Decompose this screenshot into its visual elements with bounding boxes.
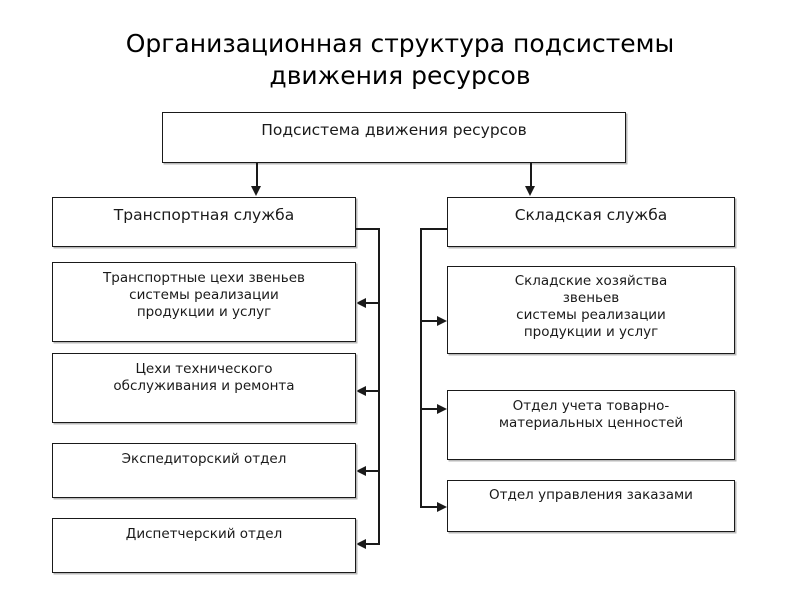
arrowhead-warehouse-to-inventory: [437, 403, 447, 414]
connector-transport-to-shops: [366, 302, 380, 304]
node-dispatch-department: Диспетчерский отдел: [52, 518, 356, 573]
node-warehouse-facilities-label: Складские хозяйства звеньев системы реал…: [514, 273, 668, 340]
node-dispatch-department-label: Диспетчерский отдел: [125, 526, 283, 542]
connector-transport-to-maintenance: [366, 390, 380, 392]
node-maintenance-shops-label: Цехи технического обслуживания и ремонта: [113, 361, 295, 394]
connector-transport-to-forwarding: [366, 470, 380, 472]
page-title-line-2: движения ресурсов: [269, 61, 531, 90]
node-transport-service: Транспортная служба: [52, 197, 356, 247]
node-order-management-department: Отдел управления заказами: [447, 480, 735, 532]
connector-warehouse-to-facilities: [420, 320, 437, 322]
connector-warehouse-to-order-mgmt: [420, 506, 437, 508]
connector-transport-spine-vertical: [378, 228, 380, 544]
connector-warehouse-to-inventory: [420, 408, 437, 410]
connector-warehouse-spine-top: [420, 228, 447, 230]
connector-warehouse-spine-vertical: [420, 228, 422, 507]
arrowhead-warehouse-to-order-mgmt: [437, 501, 447, 512]
node-order-management-department-label: Отдел управления заказами: [489, 487, 693, 503]
node-warehouse-service-label: Складская служба: [514, 206, 668, 224]
connector-transport-to-dispatch: [366, 543, 380, 545]
node-subsystem-root: Подсистема движения ресурсов: [162, 112, 626, 163]
node-transport-shops-label: Транспортные цехи звеньев системы реализ…: [103, 270, 305, 320]
node-subsystem-root-label: Подсистема движения ресурсов: [261, 121, 527, 139]
node-inventory-department-label: Отдел учета товарно- материальных ценнос…: [498, 398, 684, 431]
arrowhead-transport-to-forwarding: [356, 465, 366, 476]
node-maintenance-shops: Цехи технического обслуживания и ремонта: [52, 353, 356, 423]
arrowhead-transport-to-shops: [356, 297, 366, 308]
arrowhead-root-to-warehouse: [525, 186, 536, 196]
node-warehouse-service: Складская служба: [447, 197, 735, 247]
node-transport-service-label: Транспортная служба: [113, 206, 295, 224]
node-forwarding-department: Экспедиторский отдел: [52, 443, 356, 498]
connector-root-to-warehouse-vertical: [530, 163, 532, 187]
node-inventory-department: Отдел учета товарно- материальных ценнос…: [447, 390, 735, 460]
node-forwarding-department-label: Экспедиторский отдел: [121, 451, 287, 467]
connector-root-to-transport-vertical: [256, 163, 258, 187]
page-title-line-1: Организационная структура подсистемы: [125, 29, 675, 58]
arrowhead-transport-to-dispatch: [356, 538, 366, 549]
arrowhead-transport-to-maintenance: [356, 385, 366, 396]
node-transport-shops: Транспортные цехи звеньев системы реализ…: [52, 262, 356, 342]
arrowhead-warehouse-to-facilities: [437, 315, 447, 326]
page-title: Организационная структура подсистемы дви…: [70, 28, 730, 92]
arrowhead-root-to-transport: [251, 186, 262, 196]
node-warehouse-facilities: Складские хозяйства звеньев системы реал…: [447, 266, 735, 354]
connector-transport-spine-top: [356, 228, 380, 230]
